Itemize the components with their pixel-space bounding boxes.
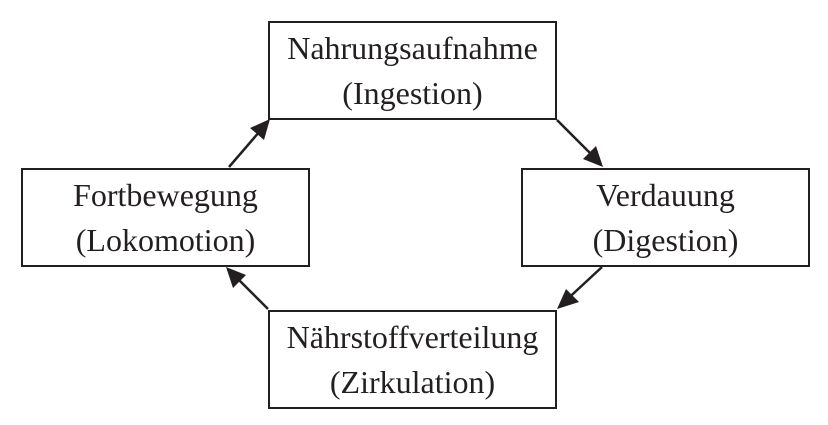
node-digestion-title: Verdauung: [596, 176, 735, 213]
arrowhead-ingestion-to-digestion: [583, 146, 603, 167]
arrowhead-circulation-to-locomotion: [226, 267, 246, 288]
node-locomotion-title: Fortbewegung: [73, 176, 258, 213]
node-circulation: Nährstoffverteilung (Zirkulation): [268, 310, 557, 409]
node-ingestion-title: Nahrungsaufnahme: [287, 29, 538, 66]
node-ingestion: Nahrungsaufnahme (Ingestion): [268, 21, 557, 120]
node-digestion-subtitle: (Digestion): [592, 221, 739, 258]
node-locomotion: Fortbewegung (Lokomotion): [21, 168, 310, 267]
node-circulation-title: Nährstoffverteilung: [286, 318, 539, 355]
node-circulation-subtitle: (Zirkulation): [329, 363, 496, 400]
arrowhead-locomotion-to-ingestion: [250, 119, 270, 140]
node-locomotion-subtitle: (Lokomotion): [75, 221, 256, 258]
arrowhead-digestion-to-circulation: [557, 289, 579, 309]
node-ingestion-subtitle: (Ingestion): [342, 74, 483, 111]
node-digestion: Verdauung (Digestion): [521, 168, 810, 267]
